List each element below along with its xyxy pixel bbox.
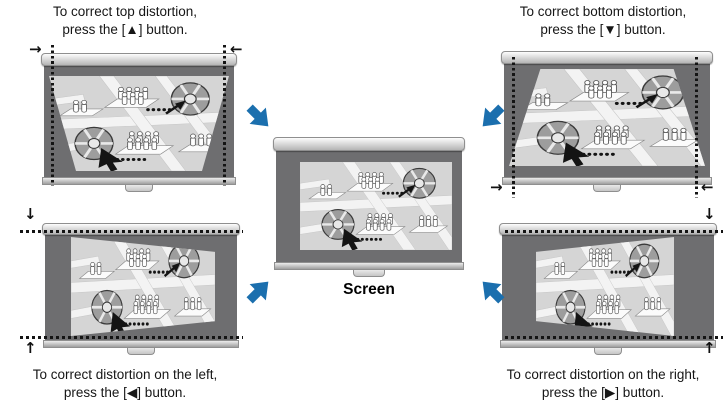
measure-line-horizontal	[505, 336, 723, 339]
screen-pull-tab	[594, 346, 622, 355]
caption-right-distortion: To correct distortion on the right, pres…	[478, 366, 728, 402]
projected-image-correct	[300, 162, 452, 250]
arrow-down-icon: ↓	[703, 205, 716, 223]
screen-roller-bar	[273, 137, 465, 151]
screen-base-bar	[42, 177, 236, 185]
arrow-left-icon: ←	[230, 40, 243, 58]
screen-pull-tab	[127, 346, 155, 355]
screen-pull-tab	[125, 183, 153, 192]
measure-line-vertical	[223, 45, 226, 186]
screen-roller-bar	[42, 223, 240, 235]
measure-line-vertical	[695, 57, 698, 198]
caption-top-distortion: To correct top distortion, press the [▲]…	[10, 3, 240, 39]
projected-image-left-tall	[71, 237, 215, 336]
measure-line-vertical	[512, 57, 515, 198]
caption-left-distortion: To correct distortion on the left, press…	[2, 366, 248, 402]
screen-base-bar	[274, 262, 464, 270]
screen-base-bar	[502, 177, 712, 185]
arrow-down-icon: ↓	[24, 205, 37, 223]
screen-roller-bar	[41, 53, 237, 66]
screen-roller-bar	[499, 223, 717, 235]
screen-base-bar	[43, 340, 239, 348]
screen-pull-tab	[593, 183, 621, 192]
screen-roller-bar	[501, 51, 713, 64]
measure-line-vertical	[51, 45, 54, 186]
caption-line: press the [▶] button.	[541, 385, 665, 400]
measure-line-horizontal	[20, 230, 243, 233]
caption-bottom-distortion: To correct bottom distortion, press the …	[480, 3, 726, 39]
arrow-up-icon: ↑	[703, 339, 716, 357]
measure-line-horizontal	[505, 230, 723, 233]
arrow-right-icon: →	[29, 40, 42, 58]
screen-surface	[44, 64, 234, 177]
caption-line: To correct bottom distortion,	[519, 4, 687, 19]
screen-bottom-distortion	[501, 51, 713, 195]
arrow-right-icon: →	[490, 178, 503, 196]
screen-surface	[45, 233, 237, 340]
screen-pull-tab	[353, 268, 385, 277]
projected-image-top-wide	[49, 76, 229, 171]
caption-line: press the [◀] button.	[63, 385, 187, 400]
screen-base-bar	[500, 340, 716, 348]
blue-arrow-up-right-icon	[238, 270, 280, 312]
arrow-left-icon: ←	[701, 178, 714, 196]
screen-corrected	[273, 137, 465, 282]
screen-surface	[502, 233, 714, 340]
caption-line: press the [▼] button.	[540, 22, 666, 37]
blue-arrow-down-right-icon	[238, 96, 280, 138]
arrow-up-icon: ↑	[24, 339, 37, 357]
screen-top-distortion	[41, 53, 237, 195]
caption-line: To correct distortion on the left,	[32, 367, 218, 382]
screen-surface	[276, 149, 462, 262]
caption-line: To correct top distortion,	[52, 4, 198, 19]
screen-right-distortion	[499, 223, 717, 358]
projected-image-bottom-wide	[509, 69, 705, 166]
center-screen-label: Screen	[343, 281, 395, 298]
screen-surface	[504, 62, 710, 177]
projected-image-right-tall	[536, 237, 674, 336]
measure-line-horizontal	[20, 336, 243, 339]
caption-line: To correct distortion on the right,	[506, 367, 700, 382]
caption-line: press the [▲] button.	[62, 22, 188, 37]
